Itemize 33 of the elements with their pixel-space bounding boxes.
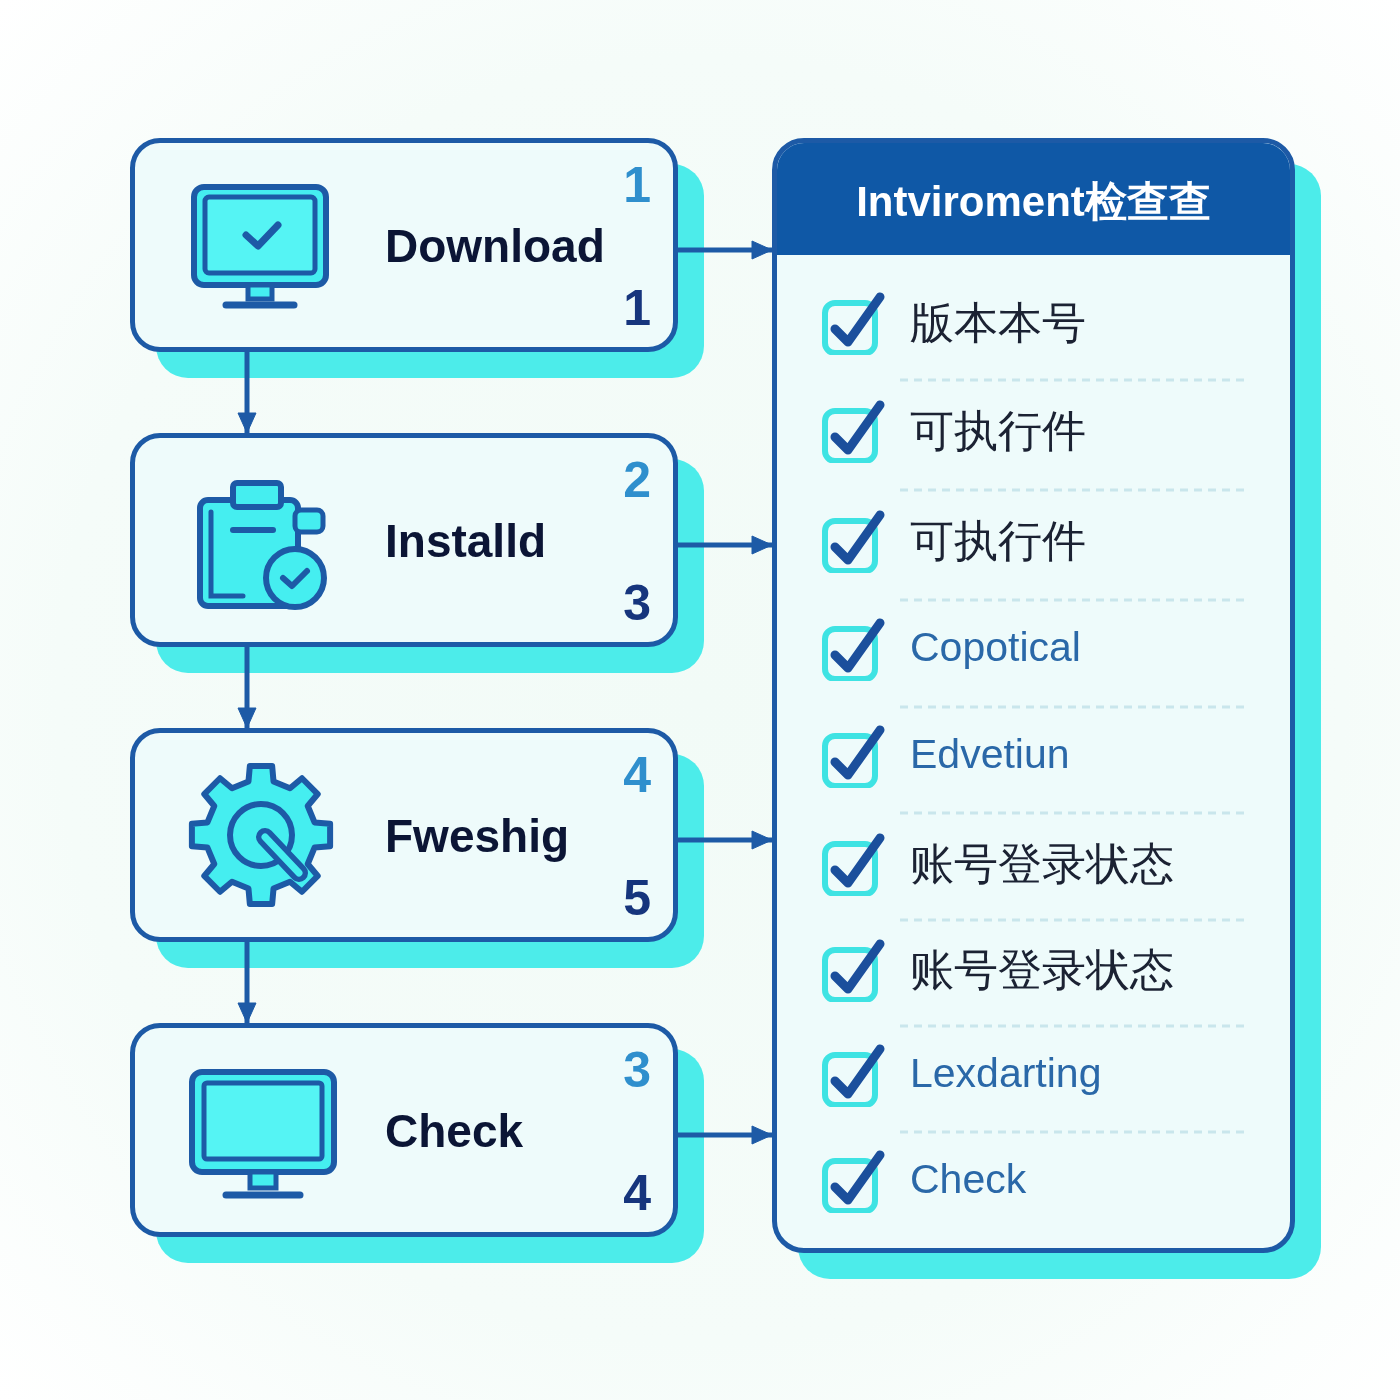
arrow <box>678 1125 773 1145</box>
checklist-item: 版本本号 <box>910 299 1086 348</box>
step-number: 1 <box>623 160 651 210</box>
checklist-item: Copotical <box>910 625 1081 671</box>
step-number: 4 <box>623 750 651 800</box>
step-title: Installd <box>385 518 547 564</box>
step-box <box>130 433 678 647</box>
step-number: 4 <box>623 1168 651 1218</box>
checklist-item: 账号登录状态 <box>910 946 1174 995</box>
step-number: 3 <box>623 1045 651 1095</box>
checklist-item: 可执行件 <box>910 407 1086 456</box>
arrow <box>237 647 257 729</box>
arrow <box>678 830 773 850</box>
arrow <box>678 240 773 260</box>
step-title: Check <box>385 1108 524 1154</box>
arrow <box>237 352 257 434</box>
checklist-item: 可执行件 <box>910 517 1086 566</box>
checklist-item: Lexdarting <box>910 1051 1102 1097</box>
step-number: 5 <box>623 873 651 923</box>
step-title: Download <box>385 223 605 269</box>
step-box <box>130 1023 678 1237</box>
arrow <box>237 942 257 1024</box>
checklist-panel <box>772 138 1295 1253</box>
step-number: 1 <box>623 283 651 333</box>
step-box <box>130 138 678 352</box>
step-box <box>130 728 678 942</box>
step-number: 2 <box>623 455 651 505</box>
checklist-item: Edvetiun <box>910 732 1070 778</box>
step-number: 3 <box>623 578 651 628</box>
checklist-item: Check <box>910 1157 1027 1203</box>
arrow <box>678 535 773 555</box>
checklist-item: 账号登录状态 <box>910 840 1174 889</box>
panel-title: Intviroment检查查 <box>855 179 1212 226</box>
